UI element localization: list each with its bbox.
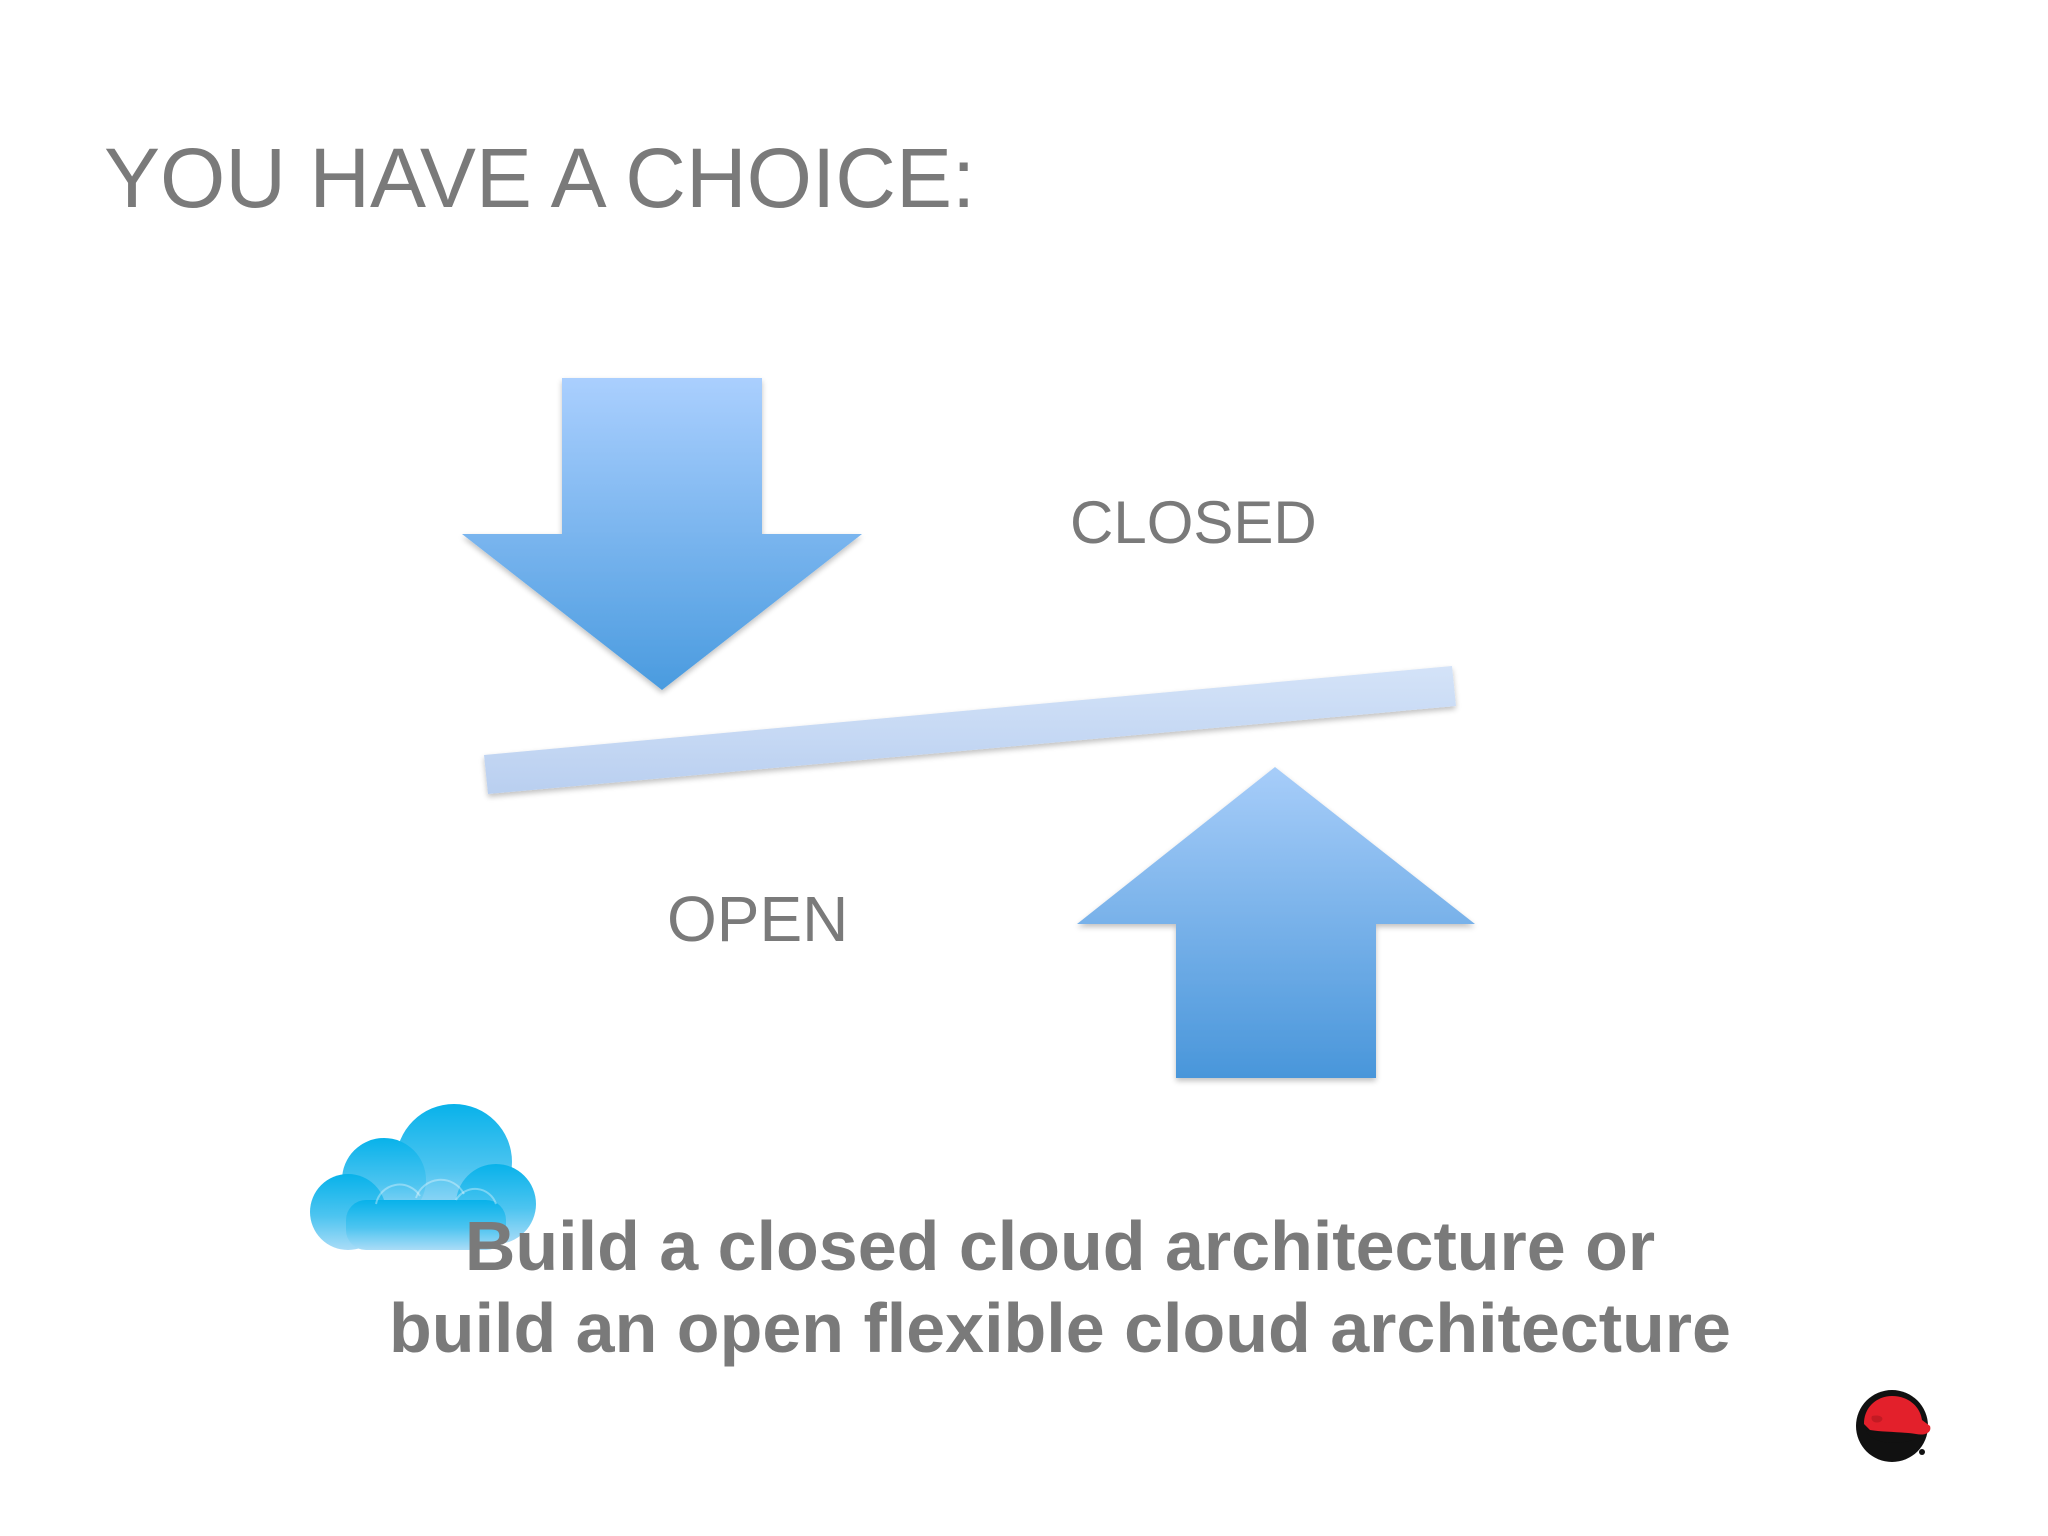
caption-line-1: Build a closed cloud architecture or — [464, 1207, 1656, 1285]
divider-bar — [484, 666, 1456, 794]
arrow-down-icon — [462, 378, 862, 690]
closed-label: CLOSED — [1070, 489, 1317, 556]
open-label: OPEN — [667, 883, 849, 955]
caption: Build a closed cloud architecture or bui… — [0, 1205, 2048, 1369]
red-hat-logo — [1856, 1390, 1931, 1462]
cloud-icon — [310, 1104, 536, 1250]
arrow-up-icon — [1077, 767, 1475, 1078]
slide-title: YOU HAVE A CHOICE: — [104, 131, 976, 225]
caption-line-2: build an open flexible cloud architectur… — [389, 1289, 1731, 1367]
